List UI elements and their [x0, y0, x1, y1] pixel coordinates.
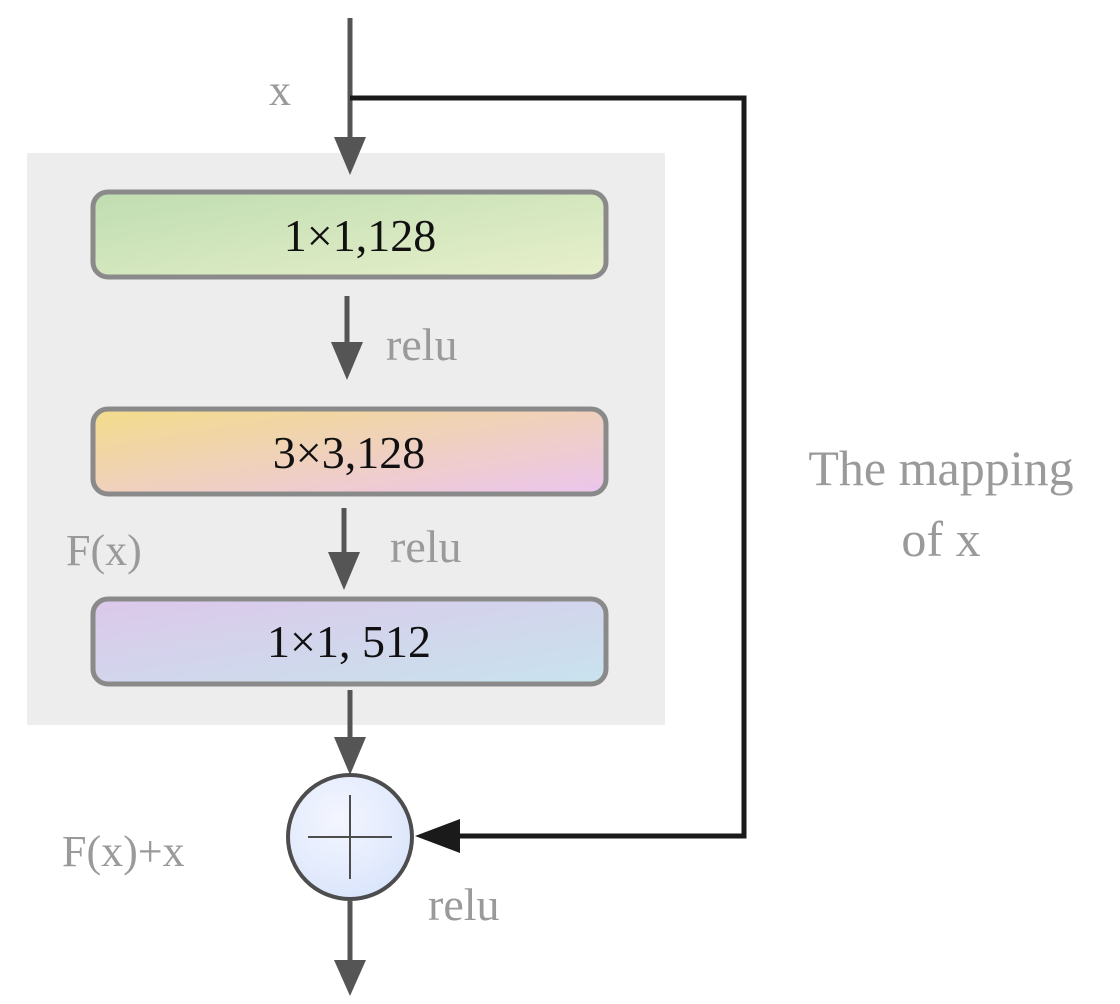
shortcut-arrowhead [415, 819, 460, 853]
output-arrowhead [334, 960, 366, 996]
shortcut-line [350, 95, 747, 839]
layer-1-label: 1×1,128 [284, 210, 436, 261]
relu-2-arrowhead [328, 552, 360, 590]
relu-2-label: relu [390, 521, 462, 572]
relu-1-arrowhead [331, 342, 363, 380]
block-label: F(x) [66, 526, 142, 575]
layer-3-label: 1×1, 512 [267, 616, 431, 667]
shortcut-label-line1: The mapping [808, 440, 1073, 496]
block-output-arrowhead [334, 737, 366, 775]
layer-1x1-128: 1×1,128 [90, 189, 609, 280]
sum-label: F(x)+x [62, 827, 185, 876]
input-label: x [269, 66, 291, 115]
layer-2-label: 3×3,128 [273, 427, 425, 478]
layer-3x3-128: 3×3,128 [90, 406, 609, 497]
input-arrowhead [334, 137, 366, 175]
output-relu-label: relu [428, 879, 500, 930]
shortcut-label-line2: of x [901, 511, 980, 567]
layer-1x1-512: 1×1, 512 [90, 596, 609, 687]
relu-1-label: relu [386, 319, 458, 370]
sum-node [286, 773, 414, 901]
